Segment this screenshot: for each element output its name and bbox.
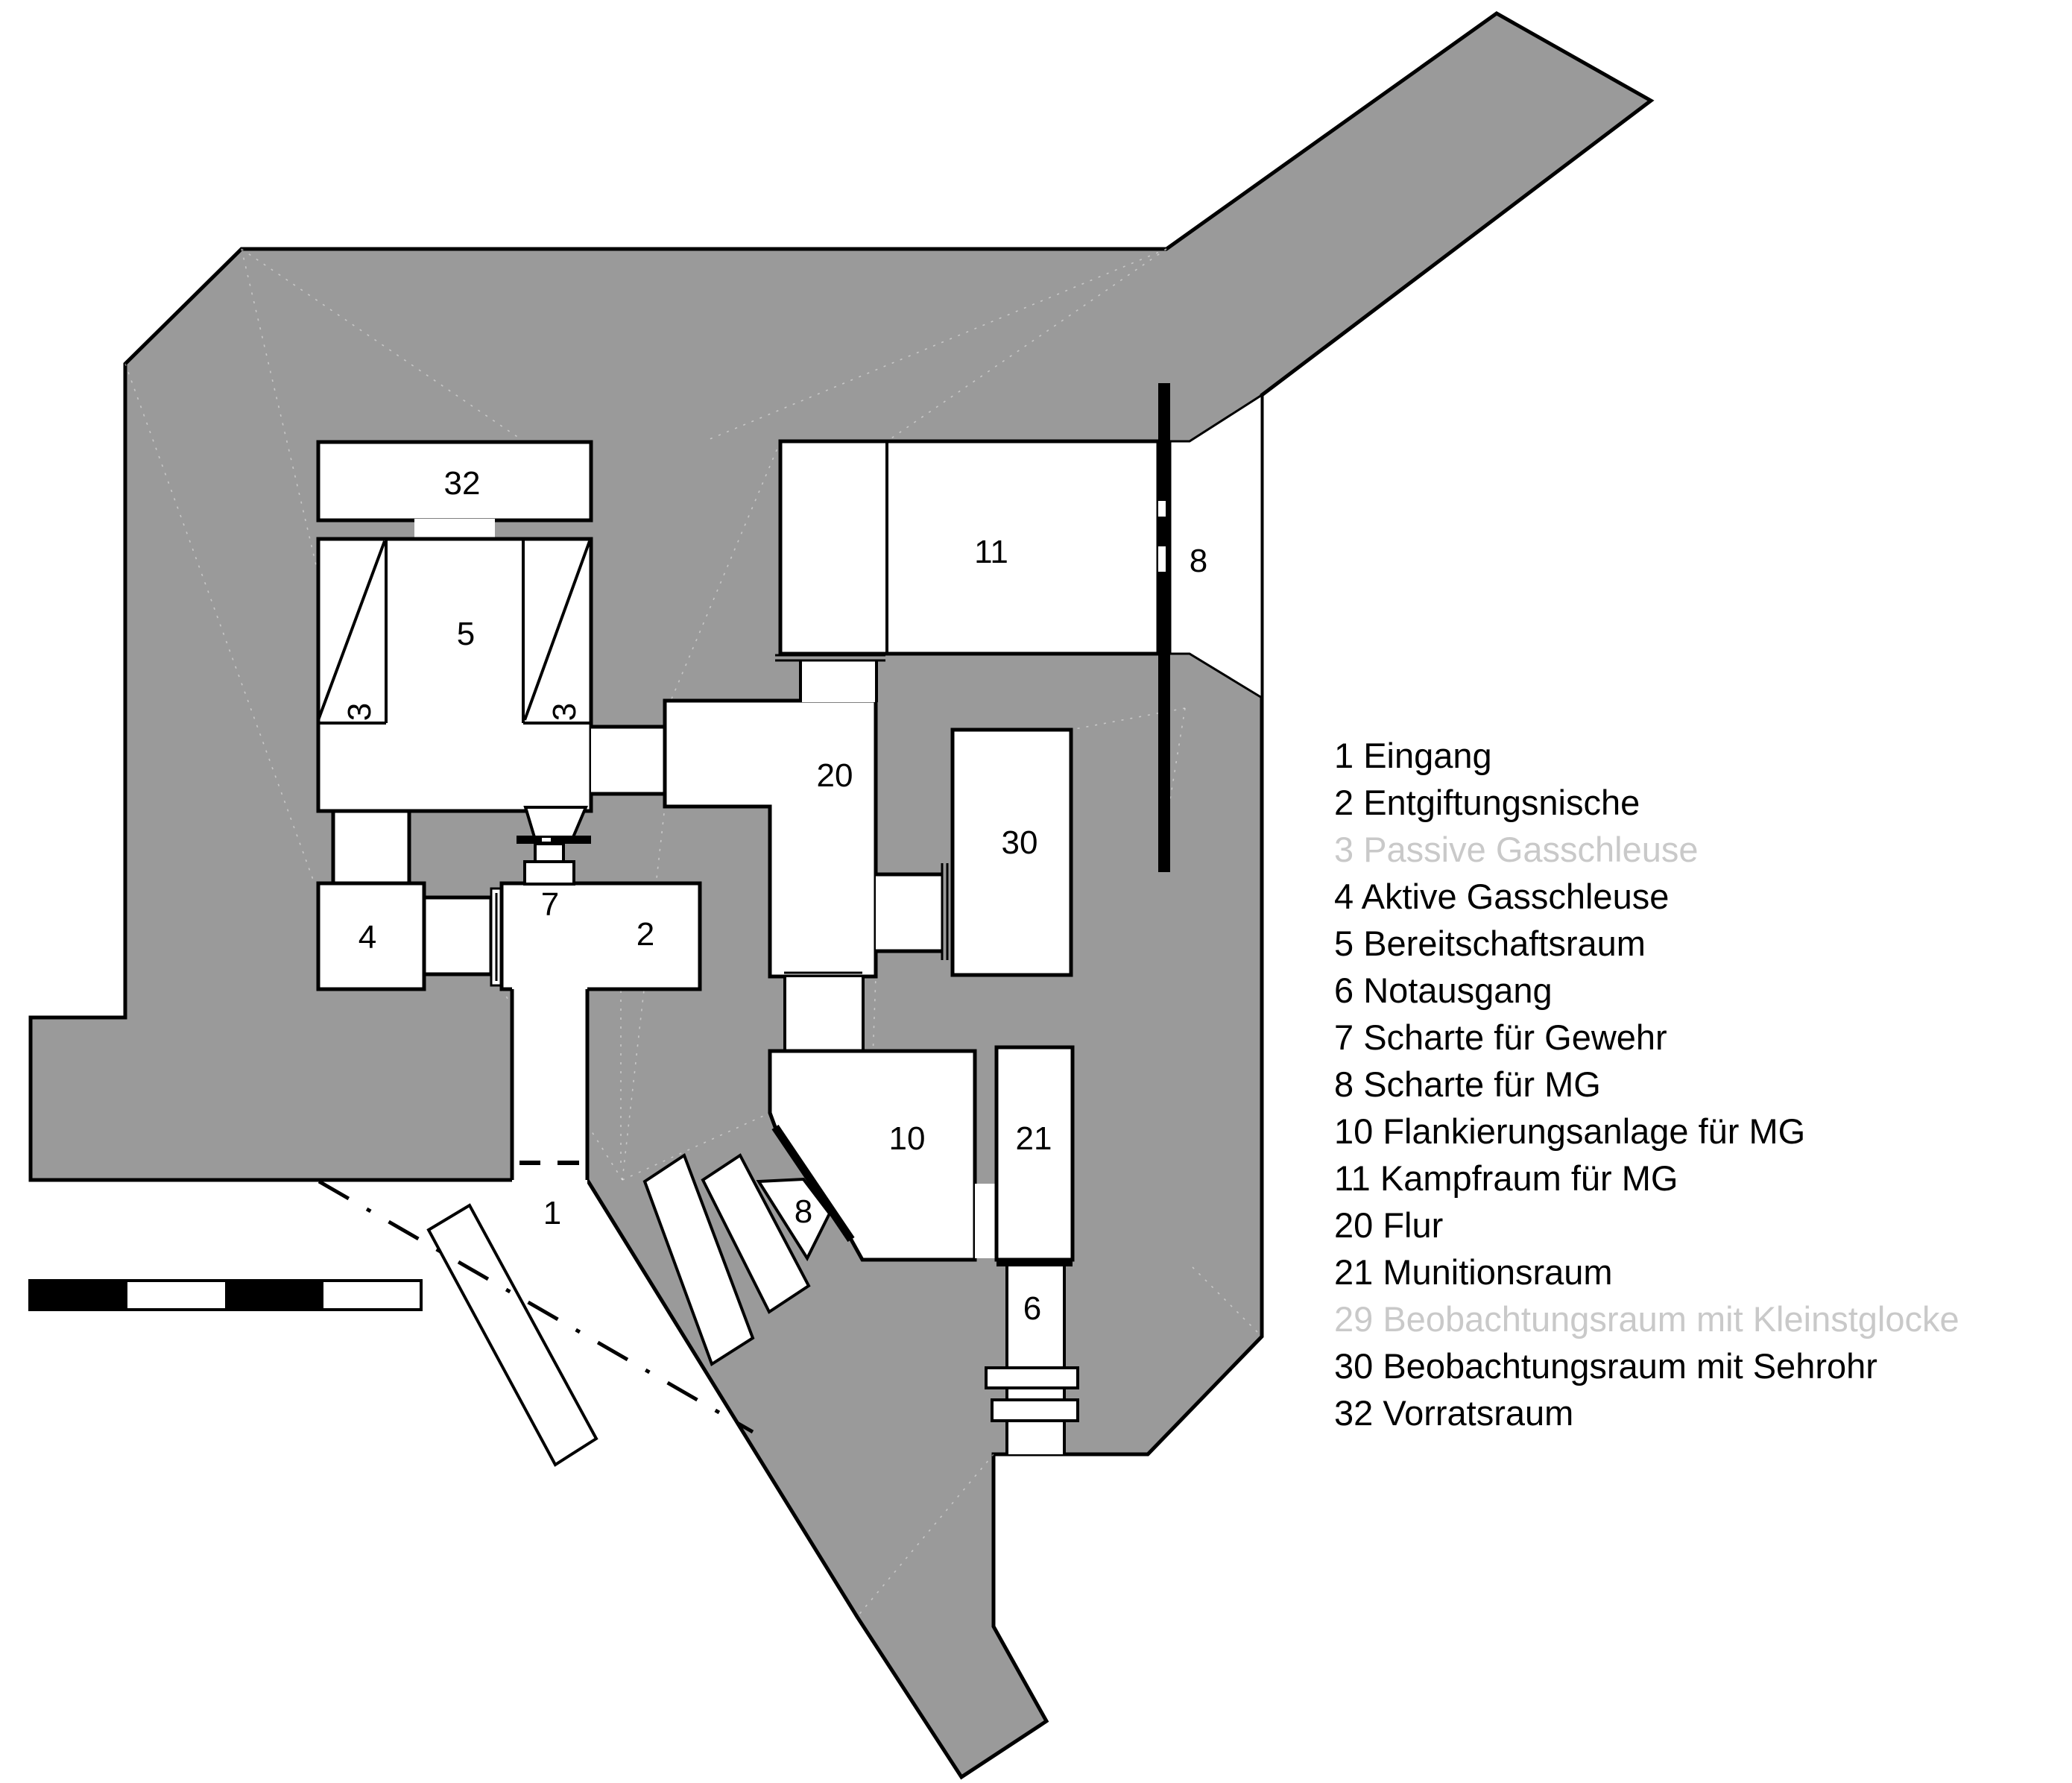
legend-item-2: 2 Entgiftungsnische xyxy=(1334,783,1640,822)
room-2-and-entrance-corridor xyxy=(499,881,702,1189)
room-11-kampfraum xyxy=(775,439,1160,662)
corridor-5-to-20 xyxy=(591,719,675,796)
room-21-munitionsraum xyxy=(994,1045,1075,1266)
room-label-21: 21 xyxy=(1016,1120,1052,1157)
room-label-5: 5 xyxy=(457,616,475,652)
room-label-11: 11 xyxy=(974,534,1008,570)
room-label-10: 10 xyxy=(889,1120,926,1157)
corridor-4-to-2 xyxy=(422,887,503,987)
legend-item-30: 30 Beobachtungsraum mit Sehrohr xyxy=(1334,1346,1877,1386)
scharte-8-flanking-embrasure xyxy=(771,1124,855,1243)
corridor-11-to-20 xyxy=(799,660,878,702)
room-30-beobachtungsraum xyxy=(876,728,1073,977)
room-label-8b: 8 xyxy=(795,1193,812,1230)
notausgang-6 xyxy=(985,1266,1079,1454)
approach-path xyxy=(318,1179,754,1434)
gas-lock-3-right xyxy=(522,539,591,725)
room-label-8a: 8 xyxy=(1190,543,1207,579)
legend-item-29: 29 Beobachtungsraum mit Kleinstglocke xyxy=(1334,1299,1959,1339)
field-of-fire xyxy=(1169,393,1263,700)
room-label-4: 4 xyxy=(359,919,376,956)
gas-lock-3-left xyxy=(317,539,388,725)
legend-item-8: 8 Scharte für MG xyxy=(1334,1064,1601,1104)
legend-item-21: 21 Munitionsraum xyxy=(1334,1252,1613,1292)
scale-bar xyxy=(28,1279,423,1311)
room-5-bereitschaftsraum xyxy=(316,537,593,813)
room-4-aktive-gasschleuse xyxy=(316,881,426,991)
entrance-steps xyxy=(426,1152,832,1467)
room-label-2: 2 xyxy=(637,916,654,953)
embrasure-pocket-8 xyxy=(756,1177,832,1262)
legend-item-5: 5 Bereitschaftsraum xyxy=(1334,924,1646,963)
legend-item-20: 20 Flur xyxy=(1334,1205,1444,1245)
room-label-3b: 3 xyxy=(546,703,583,721)
legend-item-10: 10 Flankierungsanlage für MG xyxy=(1334,1111,1806,1151)
door-32-5 xyxy=(414,519,495,540)
legend-item-11: 11 Kampfraum für MG xyxy=(1334,1158,1678,1198)
legend-item-6: 6 Notausgang xyxy=(1334,971,1553,1010)
scharte-7-plate xyxy=(517,836,591,844)
scharte-7-rifle-port xyxy=(517,806,591,886)
room-label-1: 1 xyxy=(543,1195,561,1231)
legend-item-4: 4 Aktive Gasschleuse xyxy=(1334,877,1670,916)
legend-item-32: 32 Vorratsraum xyxy=(1334,1393,1574,1433)
room-label-30: 30 xyxy=(1002,824,1038,861)
room-32-vorratsraum xyxy=(316,440,593,548)
room-label-6: 6 xyxy=(1023,1290,1041,1327)
corridor-5-to-4 xyxy=(331,809,411,894)
room-label-20: 20 xyxy=(817,757,853,794)
room-label-32: 32 xyxy=(444,465,481,502)
room-10-flankierungsanlage xyxy=(768,977,996,1262)
legend-item-3: 3 Passive Gasschleuse xyxy=(1334,830,1699,869)
room-label-3a: 3 xyxy=(341,703,378,721)
legend: 1 Eingang 2 Entgiftungsnische 3 Passive Ga… xyxy=(1334,732,2065,1436)
legend-item-1: 1 Eingang xyxy=(1334,736,1492,775)
scharte-8-armor-plate xyxy=(1158,383,1170,872)
room-label-7: 7 xyxy=(541,886,559,923)
legend-item-7: 7 Scharte für Gewehr xyxy=(1334,1017,1667,1057)
scharte-8-mg-plate-area xyxy=(1158,383,1263,872)
